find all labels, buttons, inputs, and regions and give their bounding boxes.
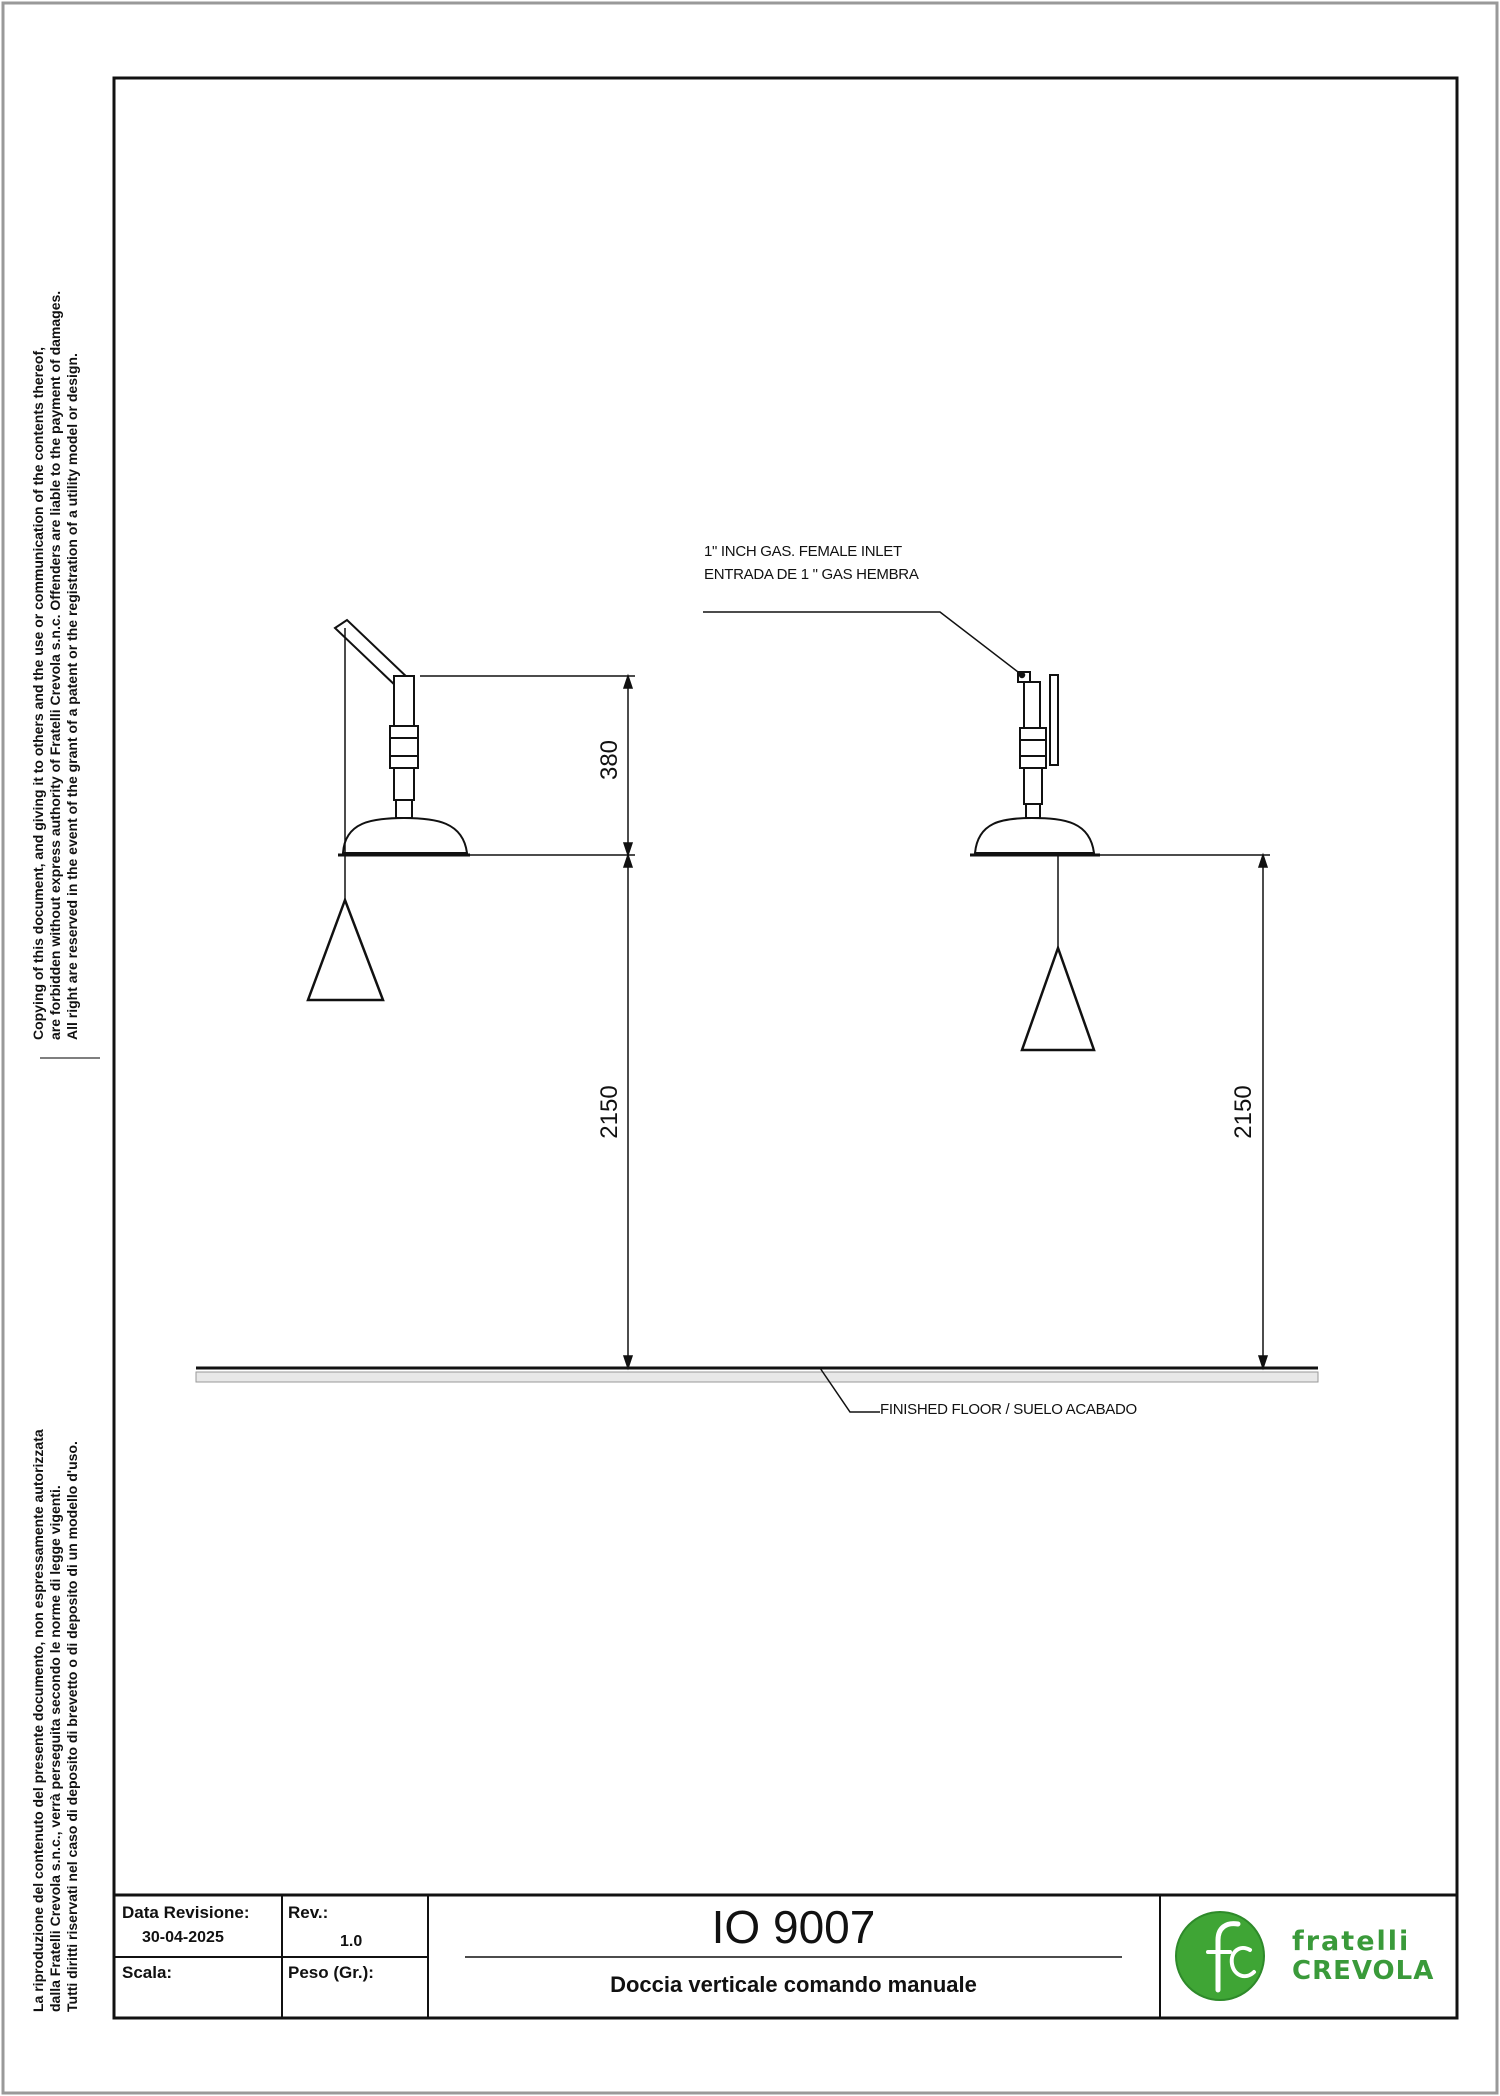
drawing-code: IO 9007 [711,1901,876,1953]
legal-en-line-2: are forbidden without express authority … [47,290,63,1040]
right-shower-head [973,816,1096,854]
logo-text-crevola: CREVOLA [1292,1956,1435,1986]
inlet-note-line-1: 1" INCH GAS. FEMALE INLET [704,543,902,560]
legal-en-line-1: Copying of this document, and giving it … [30,346,46,1040]
right-triangle-handle [1020,944,1096,1052]
legal-it-line-3: Tutti diritti riservati nel caso di depo… [64,1441,80,2012]
right-shower-elevation [970,671,1100,1052]
right-pipe-lower [1023,767,1043,805]
rev-value: 1.0 [340,1933,363,1950]
scala-label: Scala: [122,1963,173,1982]
inlet-leader [703,611,1026,679]
left-shower-elevation [306,618,470,1002]
legal-it-line-1: La riproduzione del contenuto del presen… [30,1429,46,2012]
floor-label: FINISHED FLOOR / SUELO ACABADO [880,1401,1137,1418]
left-dimensions [420,673,635,1371]
fratelli-crevola-logo [1175,1911,1265,2001]
left-pipe-lower [393,767,415,801]
drawing-frame [112,76,1459,2020]
right-valve-body [1019,727,1047,769]
right-dimensions [1100,852,1270,1371]
finished-floor [195,1366,1319,1413]
rev-label: Rev.: [288,1903,329,1922]
logo-f-mark [1215,1921,1241,1993]
right-pipe-upper [1023,681,1041,729]
right-lever [1049,674,1059,766]
left-pipe-upper [393,675,415,727]
legal-it-line-2: dalla Fratelli Crevola s.n.c., verrà per… [47,1485,63,2012]
dimension-380: 380 [596,739,623,781]
dimension-2150-left: 2150 [596,1085,623,1139]
legal-notice-it: La riproduzione del contenuto del presen… [30,1429,81,2012]
inlet-note-line-2: ENTRADA DE 1 " GAS HEMBRA [704,566,919,583]
dimension-2150-right: 2150 [1230,1085,1257,1139]
left-valve-body [389,725,419,769]
left-triangle-handle [306,896,385,1002]
inlet-note: 1" INCH GAS. FEMALE INLET ENTRADA DE 1 "… [704,540,919,586]
data-revisione-label: Data Revisione: [122,1903,250,1922]
drawing-description: Doccia verticale comando manuale [610,1972,977,1997]
legal-en-line-3: All right are reserved in the event of t… [64,353,80,1040]
legal-notice-en: Copying of this document, and giving it … [30,291,81,1040]
peso-label: Peso (Gr.): [288,1963,374,1982]
left-shower-head [341,816,469,854]
logo-c-mark [1229,1945,1256,1979]
data-revisione-value: 30-04-2025 [142,1929,224,1946]
logo-text-fratelli: fratelli [1292,1926,1411,1957]
floor-leader [819,1367,880,1413]
